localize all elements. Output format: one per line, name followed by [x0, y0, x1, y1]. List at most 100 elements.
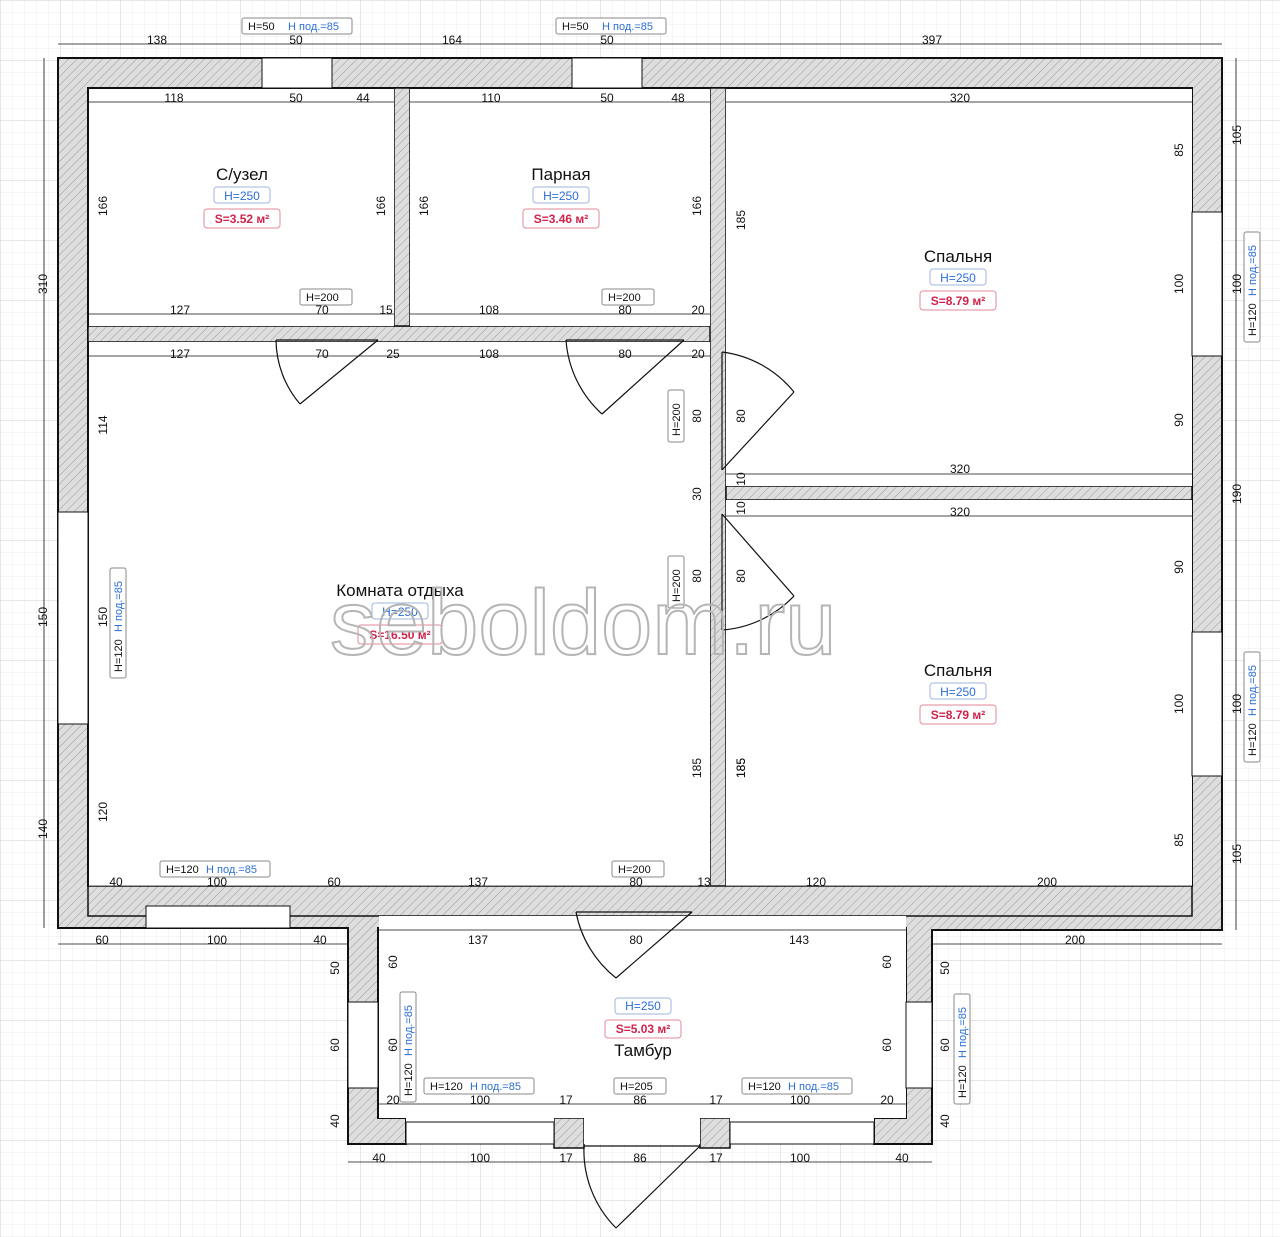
dimension-label: 150 — [96, 607, 110, 627]
dimension-label: 60 — [880, 1038, 894, 1052]
dimension-label: 60 — [386, 955, 400, 969]
dimension-label: 80 — [629, 875, 643, 889]
svg-text:H под.=85: H под.=85 — [206, 864, 257, 876]
dimension-label: 80 — [618, 303, 632, 317]
room-area: S=8.79 м² — [931, 294, 986, 308]
door-swing — [583, 1145, 701, 1229]
room-area: S=3.46 м² — [534, 212, 589, 226]
dimension-label: 80 — [734, 409, 748, 423]
opening-height-tag: H=200 — [667, 555, 685, 609]
dimension-label: 50 — [289, 91, 303, 105]
door-swing — [565, 339, 685, 415]
room-name: Комната отдыха — [336, 581, 464, 600]
partition-wall — [393, 87, 411, 327]
window — [57, 511, 89, 725]
dimension-label: 50 — [328, 961, 342, 975]
dimension-label: 40 — [313, 933, 327, 947]
dimension-label: 137 — [468, 933, 488, 947]
partition-wall — [725, 485, 1193, 501]
dimension-label: 17 — [709, 1093, 723, 1107]
room-height: H=250 — [543, 189, 579, 203]
dimension-label: 108 — [479, 347, 499, 361]
window — [405, 1121, 555, 1145]
dimension-label: 50 — [600, 91, 614, 105]
dimension-label: 48 — [671, 91, 685, 105]
svg-text:H=200: H=200 — [671, 403, 683, 436]
dimension-label: 310 — [36, 274, 50, 294]
room-height: H=250 — [625, 999, 661, 1013]
svg-text:H=200: H=200 — [671, 569, 683, 602]
dimension-label: 85 — [1172, 833, 1186, 847]
svg-text:H=120: H=120 — [166, 864, 199, 876]
dimension-label: 127 — [170, 303, 190, 317]
svg-text:H под.=85: H под.=85 — [470, 1081, 521, 1093]
dimension-label: 105 — [1230, 125, 1244, 145]
dimension-label: 320 — [950, 91, 970, 105]
svg-text:H=120: H=120 — [403, 1063, 415, 1096]
dimension-label: 100 — [1172, 274, 1186, 294]
dimension-label: 185 — [690, 758, 704, 778]
dimension-label: 50 — [938, 961, 952, 975]
dimension-label: 80 — [690, 569, 704, 583]
dimension-label: 60 — [386, 1038, 400, 1052]
dimension-label: 137 — [468, 875, 488, 889]
dimension-label: 100 — [470, 1093, 490, 1107]
svg-text:H=120: H=120 — [957, 1065, 969, 1098]
svg-text:H под.=85: H под.=85 — [113, 581, 125, 632]
window — [1191, 631, 1223, 777]
dimension-label: 164 — [442, 33, 462, 47]
dimension-label: 60 — [95, 933, 109, 947]
dimension-label: 140 — [36, 819, 50, 839]
room-area: S=8.79 м² — [931, 708, 986, 722]
dimension-label: 70 — [315, 303, 329, 317]
dimension-label: 138 — [147, 33, 167, 47]
dimension-label: 90 — [1172, 413, 1186, 427]
pier — [699, 1117, 731, 1149]
dimension-label: 143 — [789, 933, 809, 947]
dimension-label: 10 — [734, 501, 748, 515]
dimension-label: 44 — [356, 91, 370, 105]
dimension-label: 397 — [922, 33, 942, 47]
dimension-label: 40 — [372, 1151, 386, 1165]
dimension-label: 80 — [629, 933, 643, 947]
svg-text:H=205: H=205 — [620, 1081, 653, 1093]
dimension-label: 118 — [164, 91, 183, 105]
dimension-label: 166 — [690, 196, 704, 216]
dimension-label: 20 — [880, 1093, 894, 1107]
svg-text:H=120: H=120 — [113, 639, 125, 672]
partition-wall — [709, 87, 727, 889]
dimension-label: 40 — [328, 1114, 342, 1128]
svg-text:H под.=85: H под.=85 — [602, 21, 653, 33]
dimension-label: 17 — [709, 1151, 723, 1165]
dimension-label: 120 — [806, 875, 826, 889]
window — [729, 1121, 875, 1145]
dimension-label: 17 — [559, 1151, 573, 1165]
dimension-label: 185 — [734, 210, 748, 230]
dimension-label: 110 — [481, 91, 500, 105]
svg-text:H=120: H=120 — [430, 1081, 463, 1093]
opening-height-tag: H=200 — [601, 288, 655, 306]
dimension-label: 105 — [1230, 844, 1244, 864]
opening-height-tag: H=120 H под.=85 — [423, 1077, 535, 1095]
dimension-label: 114 — [96, 415, 110, 434]
dimension-label: 86 — [633, 1093, 647, 1107]
opening-height-tag: H=200 — [299, 288, 353, 306]
svg-text:H=120: H=120 — [1247, 303, 1259, 336]
room-height: H=250 — [940, 271, 976, 285]
dimension-label: 108 — [479, 303, 499, 317]
room-name: Спальня — [924, 661, 992, 680]
svg-text:H=120: H=120 — [1247, 723, 1259, 756]
room-name: Тамбур — [614, 1041, 672, 1060]
dimension-label: 90 — [1172, 560, 1186, 574]
window — [261, 57, 333, 89]
dimension-label: 100 — [1230, 694, 1244, 714]
dimension-label: 20 — [386, 1093, 400, 1107]
dimension-label: 166 — [374, 196, 388, 216]
dimension-label: 80 — [734, 569, 748, 583]
